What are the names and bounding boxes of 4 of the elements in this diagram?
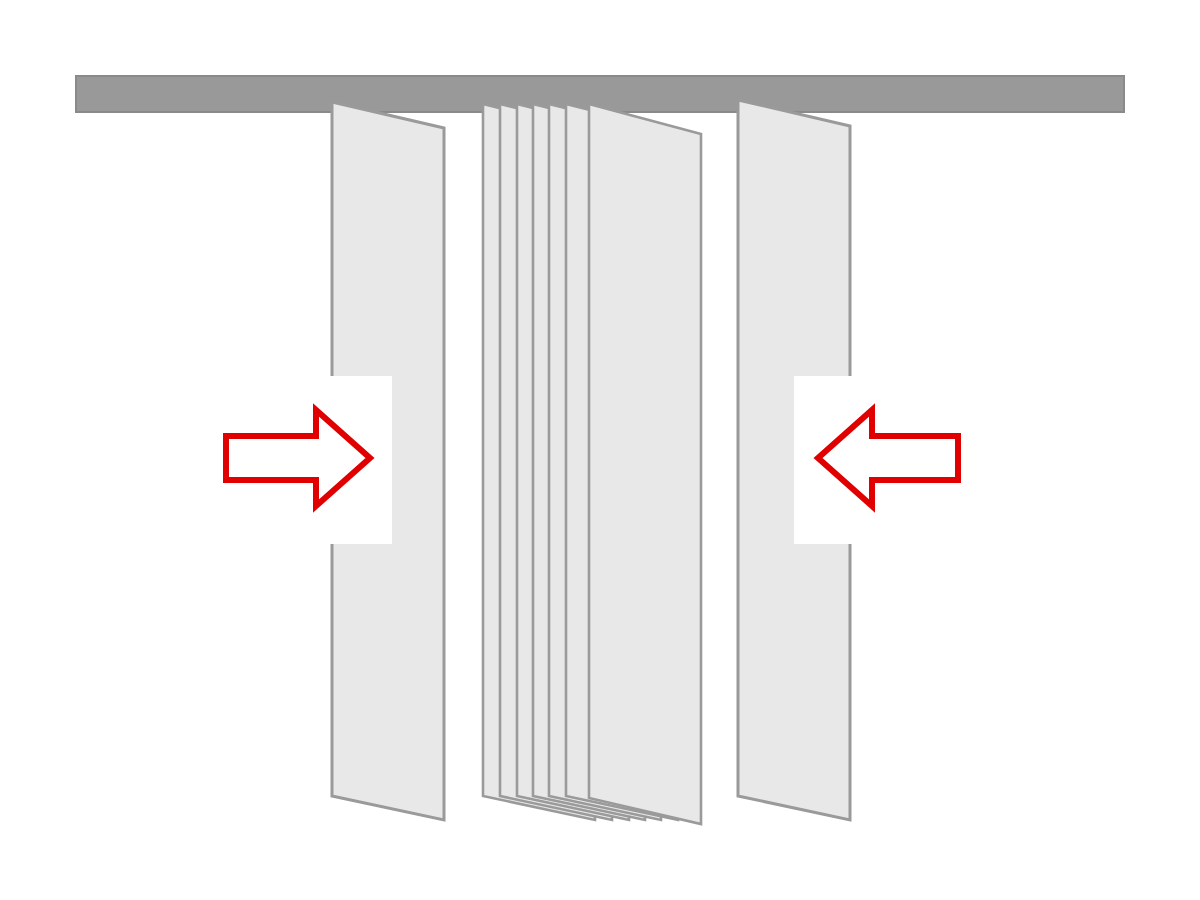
blind-panel (330, 100, 446, 822)
blind-panel (736, 98, 852, 822)
ceiling-rail (75, 75, 1125, 113)
blind-panel (587, 102, 703, 826)
